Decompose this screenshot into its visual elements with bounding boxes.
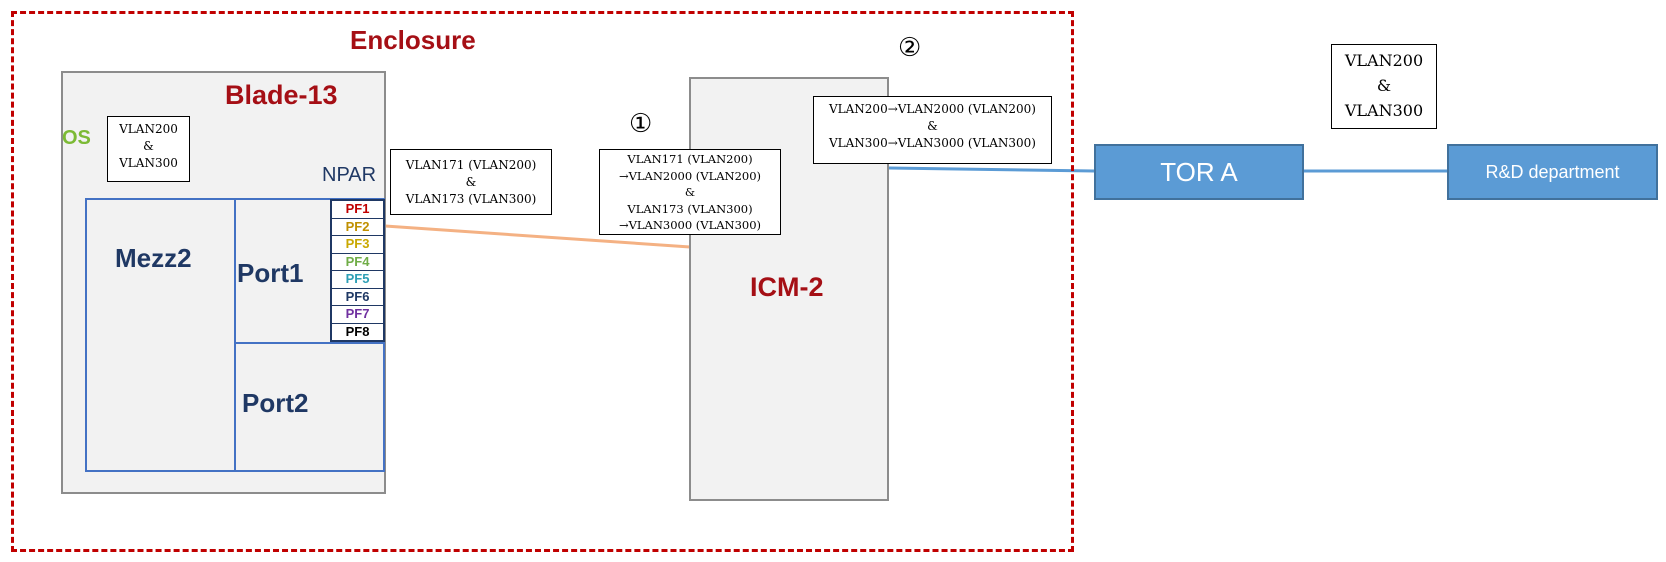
step-2-marker: ② (898, 33, 922, 63)
mezz-divider (234, 198, 236, 472)
note-line: →VLAN3000 (VLAN300) (618, 218, 762, 232)
note-line: & (684, 185, 696, 199)
note-line: VLAN173 (VLAN300) (627, 201, 753, 216)
pf-cell: PF2 (332, 219, 383, 236)
os-vlan-note: VLAN200 & VLAN300 (107, 116, 190, 182)
note-line: VLAN200→VLAN2000 (VLAN200) (829, 102, 1036, 116)
port1-label: Port1 (237, 258, 304, 288)
mezz2-label: Mezz2 (115, 243, 192, 273)
os-label: OS (62, 127, 91, 149)
pf-cell: PF7 (332, 306, 383, 324)
enclosure-frame (11, 11, 1074, 552)
note-line: & (143, 139, 154, 153)
pf-cell: PF8 (345, 323, 370, 339)
pf-column: PF1 PF2 PF3 PF4 PF5 PF6 PF7 PF8 (330, 199, 385, 342)
note-line: VLAN173 (VLAN300) (405, 192, 537, 206)
step-1-marker: ① (629, 109, 653, 139)
port2-label: Port2 (242, 388, 309, 418)
step-1-vlan-note: VLAN171 (VLAN200) →VLAN2000 (VLAN200) & … (599, 149, 781, 235)
note-line: VLAN171 (VLAN200) (627, 152, 753, 166)
icm-label: ICM-2 (750, 272, 824, 302)
rd-department-node: R&D department (1447, 144, 1658, 200)
uplink-vlan-note: VLAN200 & VLAN300 (1331, 44, 1437, 129)
note-line: & (927, 119, 938, 133)
tor-a-switch: TOR A (1094, 144, 1304, 200)
port-divider (234, 342, 385, 344)
note-line: →VLAN2000 (VLAN200) (618, 168, 762, 183)
npar-vlan-note: VLAN171 (VLAN200) & VLAN173 (VLAN300) (390, 149, 552, 215)
note-line: VLAN200 (119, 122, 178, 136)
note-line: VLAN300 (1344, 101, 1424, 120)
step-2-vlan-note: VLAN200→VLAN2000 (VLAN200) & VLAN300→VLA… (813, 96, 1052, 164)
pf-cell: PF4 (332, 254, 383, 271)
blade-title: Blade-13 (225, 80, 338, 110)
note-line: & (465, 175, 477, 189)
enclosure-title: Enclosure (350, 25, 476, 55)
pf-cell: PF6 (332, 289, 383, 306)
note-line: VLAN171 (VLAN200) (405, 158, 537, 172)
pf-cell: PF1 (332, 201, 383, 219)
icm-to-tor-link (888, 166, 1095, 173)
note-line: VLAN200 (1344, 51, 1424, 70)
note-line: VLAN300→VLAN3000 (VLAN300) (829, 136, 1036, 150)
note-line: VLAN300 (119, 156, 178, 170)
pf2-to-icm-link (384, 224, 691, 249)
npar-label: NPAR (322, 164, 377, 186)
pf-cell: PF3 (332, 236, 383, 254)
note-line: & (1376, 76, 1392, 95)
pf-cell: PF5 (332, 271, 383, 289)
